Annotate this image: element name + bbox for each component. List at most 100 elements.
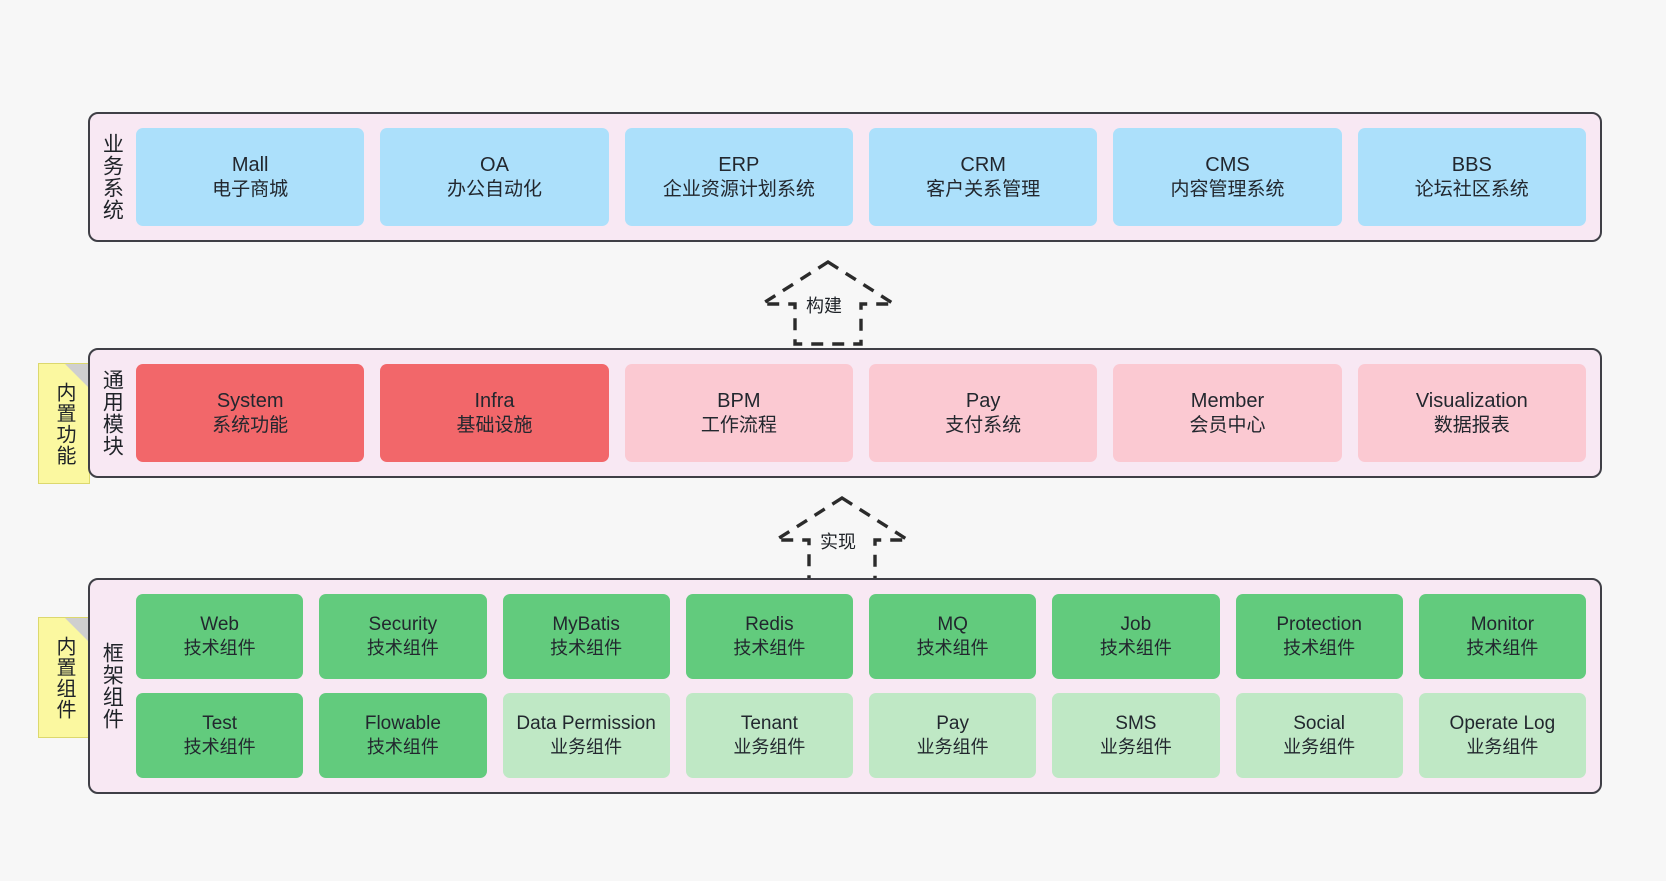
note-builtin-components-label: 内置组件 (53, 635, 75, 720)
cell-crm-en: CRM (960, 153, 1006, 176)
cell-monitor-en: Monitor (1470, 614, 1535, 636)
cell-crm[interactable]: CRM 客户关系管理 (868, 128, 1098, 226)
cell-mall-cn: 电子商城 (212, 178, 289, 200)
cell-cms-cn: 内容管理系统 (1170, 178, 1285, 200)
cell-pay-module[interactable]: Pay 支付系统 (868, 364, 1098, 462)
cell-member[interactable]: Member 会员中心 (1113, 364, 1342, 462)
layer-cells-framework-components: Web 技术组件 Security 技术组件 MyBatis 技术组件 Redi… (132, 580, 1600, 792)
note-builtin-features-label: 内置功能 (53, 381, 75, 466)
cell-test[interactable]: Test 技术组件 (136, 693, 304, 778)
cell-cms[interactable]: CMS 内容管理系统 (1113, 128, 1342, 226)
cell-oa-cn: 办公自动化 (446, 178, 542, 200)
note-builtin-features: 内置功能 (38, 363, 90, 484)
cell-pay-component[interactable]: Pay 业务组件 (869, 693, 1037, 778)
cell-mybatis-cn: 技术组件 (550, 638, 623, 659)
cell-tenant[interactable]: Tenant 业务组件 (685, 693, 853, 778)
cell-mall-en: Mall (231, 153, 269, 176)
cell-security-cn: 技术组件 (366, 638, 439, 659)
cell-job-cn: 技术组件 (1099, 638, 1172, 659)
cell-data-permission-cn: 业务组件 (550, 737, 623, 758)
cell-web[interactable]: Web 技术组件 (136, 594, 304, 679)
cell-erp-cn: 企业资源计划系统 (662, 178, 815, 200)
cell-data-permission-en: Data Permission (516, 713, 656, 735)
note-builtin-components: 内置组件 (38, 617, 90, 738)
cell-oa-en: OA (480, 153, 509, 176)
cell-visualization-cn: 数据报表 (1433, 414, 1510, 436)
layer-common-modules: 通用模块 System 系统功能 Infra 基础设施 BPM 工作流程 Pay… (88, 348, 1602, 478)
cell-redis[interactable]: Redis 技术组件 (685, 594, 853, 679)
note-fold-corner (65, 364, 89, 388)
cell-bbs-en: BBS (1451, 153, 1492, 176)
layer-title-common-modules: 通用模块 (100, 369, 124, 457)
cell-infra-cn: 基础设施 (456, 414, 533, 436)
layer-title-business-systems: 业务系统 (100, 133, 124, 221)
implement-arrow-icon (770, 495, 914, 582)
cell-system[interactable]: System 系统功能 (136, 364, 365, 462)
cell-bpm[interactable]: BPM 工作流程 (624, 364, 853, 462)
cell-job-en: Job (1120, 614, 1152, 636)
framework-tech-row: Web 技术组件 Security 技术组件 MyBatis 技术组件 Redi… (136, 594, 1586, 679)
layer-framework-components: 框架组件 Web 技术组件 Security 技术组件 MyBatis 技术组件… (88, 578, 1602, 794)
cell-crm-cn: 客户关系管理 (926, 178, 1041, 200)
cell-test-cn: 技术组件 (183, 737, 256, 758)
cell-system-en: System (216, 389, 284, 412)
cell-pay-component-en: Pay (936, 713, 969, 735)
build-arrow-icon (756, 259, 900, 346)
cell-protection-cn: 技术组件 (1283, 638, 1356, 659)
cell-tenant-en: Tenant (740, 713, 798, 735)
cell-bpm-en: BPM (717, 389, 761, 412)
cell-job[interactable]: Job 技术组件 (1052, 594, 1220, 679)
layer-cells-common-modules: System 系统功能 Infra 基础设施 BPM 工作流程 Pay 支付系统… (132, 350, 1600, 476)
note-fold-corner (65, 618, 89, 642)
cell-erp-en: ERP (718, 153, 760, 176)
cell-protection[interactable]: Protection 技术组件 (1235, 594, 1403, 679)
cell-data-permission[interactable]: Data Permission 业务组件 (502, 693, 670, 778)
cell-operate-log-en: Operate Log (1449, 713, 1556, 735)
cell-tenant-cn: 业务组件 (733, 737, 806, 758)
cell-test-en: Test (202, 713, 238, 735)
cell-operate-log[interactable]: Operate Log 业务组件 (1418, 693, 1586, 778)
layer-business-systems: 业务系统 Mall 电子商城 OA 办公自动化 ERP 企业资源计划系统 CRM… (88, 112, 1602, 242)
cell-monitor[interactable]: Monitor 技术组件 (1418, 594, 1586, 679)
cell-sms-cn: 业务组件 (1099, 737, 1172, 758)
cell-pay-module-en: Pay (965, 389, 1001, 412)
connector-build-label: 构建 (804, 292, 844, 318)
cell-mq-cn: 技术组件 (916, 638, 989, 659)
cell-infra-en: Infra (474, 389, 515, 412)
cell-oa[interactable]: OA 办公自动化 (380, 128, 609, 226)
cell-mybatis-en: MyBatis (552, 614, 620, 636)
cell-redis-en: Redis (745, 614, 794, 636)
cell-visualization-en: Visualization (1415, 389, 1528, 412)
layer-title-framework-components: 框架组件 (100, 642, 124, 730)
cell-flowable[interactable]: Flowable 技术组件 (319, 693, 487, 778)
cell-redis-cn: 技术组件 (733, 638, 806, 659)
layer-cells-business-systems: Mall 电子商城 OA 办公自动化 ERP 企业资源计划系统 CRM 客户关系… (132, 114, 1600, 240)
cell-infra[interactable]: Infra 基础设施 (380, 364, 609, 462)
cell-member-en: Member (1190, 389, 1265, 412)
cell-bbs[interactable]: BBS 论坛社区系统 (1357, 128, 1586, 226)
cell-protection-en: Protection (1276, 614, 1362, 636)
cell-security-en: Security (368, 614, 438, 636)
cell-bpm-cn: 工作流程 (700, 414, 777, 436)
cell-visualization[interactable]: Visualization 数据报表 (1357, 364, 1586, 462)
cell-mq[interactable]: MQ 技术组件 (869, 594, 1037, 679)
connector-build: 构建 (756, 256, 900, 348)
cell-mq-en: MQ (937, 614, 968, 636)
cell-web-cn: 技术组件 (183, 638, 256, 659)
cell-sms[interactable]: SMS 业务组件 (1052, 693, 1220, 778)
cell-system-cn: 系统功能 (212, 414, 289, 436)
cell-mall[interactable]: Mall 电子商城 (136, 128, 365, 226)
cell-member-cn: 会员中心 (1189, 414, 1266, 436)
cell-pay-component-cn: 业务组件 (916, 737, 989, 758)
cell-mybatis[interactable]: MyBatis 技术组件 (502, 594, 670, 679)
cell-social[interactable]: Social 业务组件 (1235, 693, 1403, 778)
cell-pay-module-cn: 支付系统 (945, 414, 1022, 436)
cell-security[interactable]: Security 技术组件 (319, 594, 487, 679)
connector-implement-label: 实现 (818, 528, 858, 554)
cell-social-en: Social (1293, 713, 1345, 735)
cell-monitor-cn: 技术组件 (1466, 638, 1539, 659)
cell-social-cn: 业务组件 (1283, 737, 1356, 758)
cell-erp[interactable]: ERP 企业资源计划系统 (624, 128, 853, 226)
framework-business-row: Test 技术组件 Flowable 技术组件 Data Permission … (136, 693, 1586, 778)
